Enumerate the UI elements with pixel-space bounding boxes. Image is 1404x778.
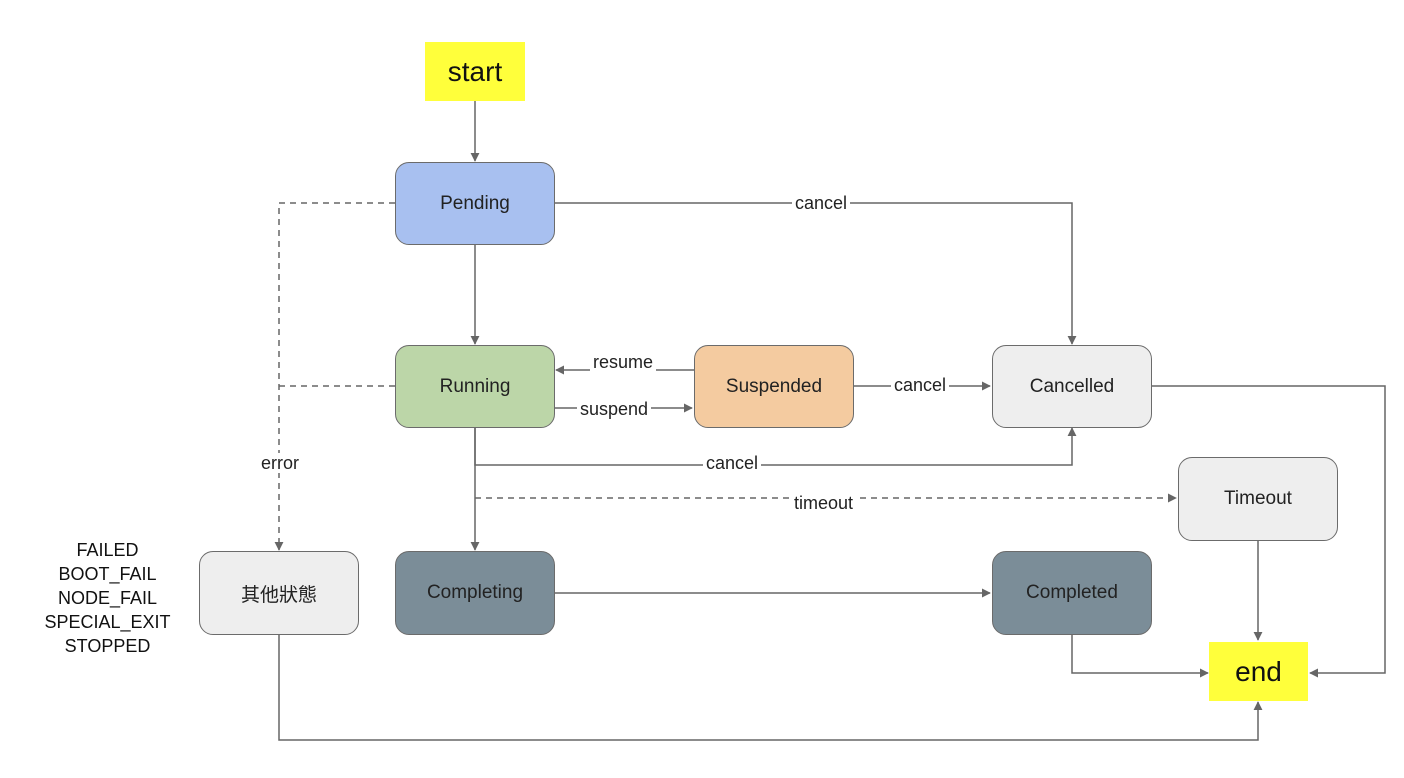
edge-label-running-cancel: cancel [703, 453, 762, 473]
state-cancelled: Cancelled [992, 345, 1152, 428]
edge-running-cancel [474, 427, 1077, 466]
edge-other-to-end [278, 635, 1263, 741]
state-timeout: Timeout [1178, 457, 1338, 541]
edge-label-timeout: timeout [791, 493, 857, 513]
other-state-item: SPECIAL_EXIT [44, 612, 171, 632]
edge-pending-cancel [555, 202, 1077, 345]
edge-cancelled-to-end [1152, 385, 1386, 678]
state-suspended: Suspended [694, 345, 854, 428]
edge-label-error: error [258, 453, 303, 473]
other-states-list: FAILED BOOT_FAIL NODE_FAIL SPECIAL_EXIT … [20, 538, 195, 658]
other-state-item: FAILED [76, 540, 139, 560]
other-state-item: STOPPED [64, 636, 151, 656]
edge-label-suspended-cancel: cancel [891, 375, 950, 395]
state-running: Running [395, 345, 555, 428]
state-completing: Completing [395, 551, 555, 635]
other-state-item: NODE_FAIL [57, 588, 158, 608]
edge-label-resume: resume [590, 352, 657, 372]
start-node: start [425, 42, 525, 101]
edge-label-suspend: suspend [577, 399, 652, 419]
edge-completed-to-end [1071, 635, 1209, 678]
edge-label-pending-cancel: cancel [792, 193, 851, 213]
state-other: 其他狀態 [199, 551, 359, 635]
end-node: end [1209, 642, 1308, 701]
edge-pending-error [274, 202, 395, 551]
state-pending: Pending [395, 162, 555, 245]
state-completed: Completed [992, 551, 1152, 635]
other-state-item: BOOT_FAIL [58, 564, 157, 584]
